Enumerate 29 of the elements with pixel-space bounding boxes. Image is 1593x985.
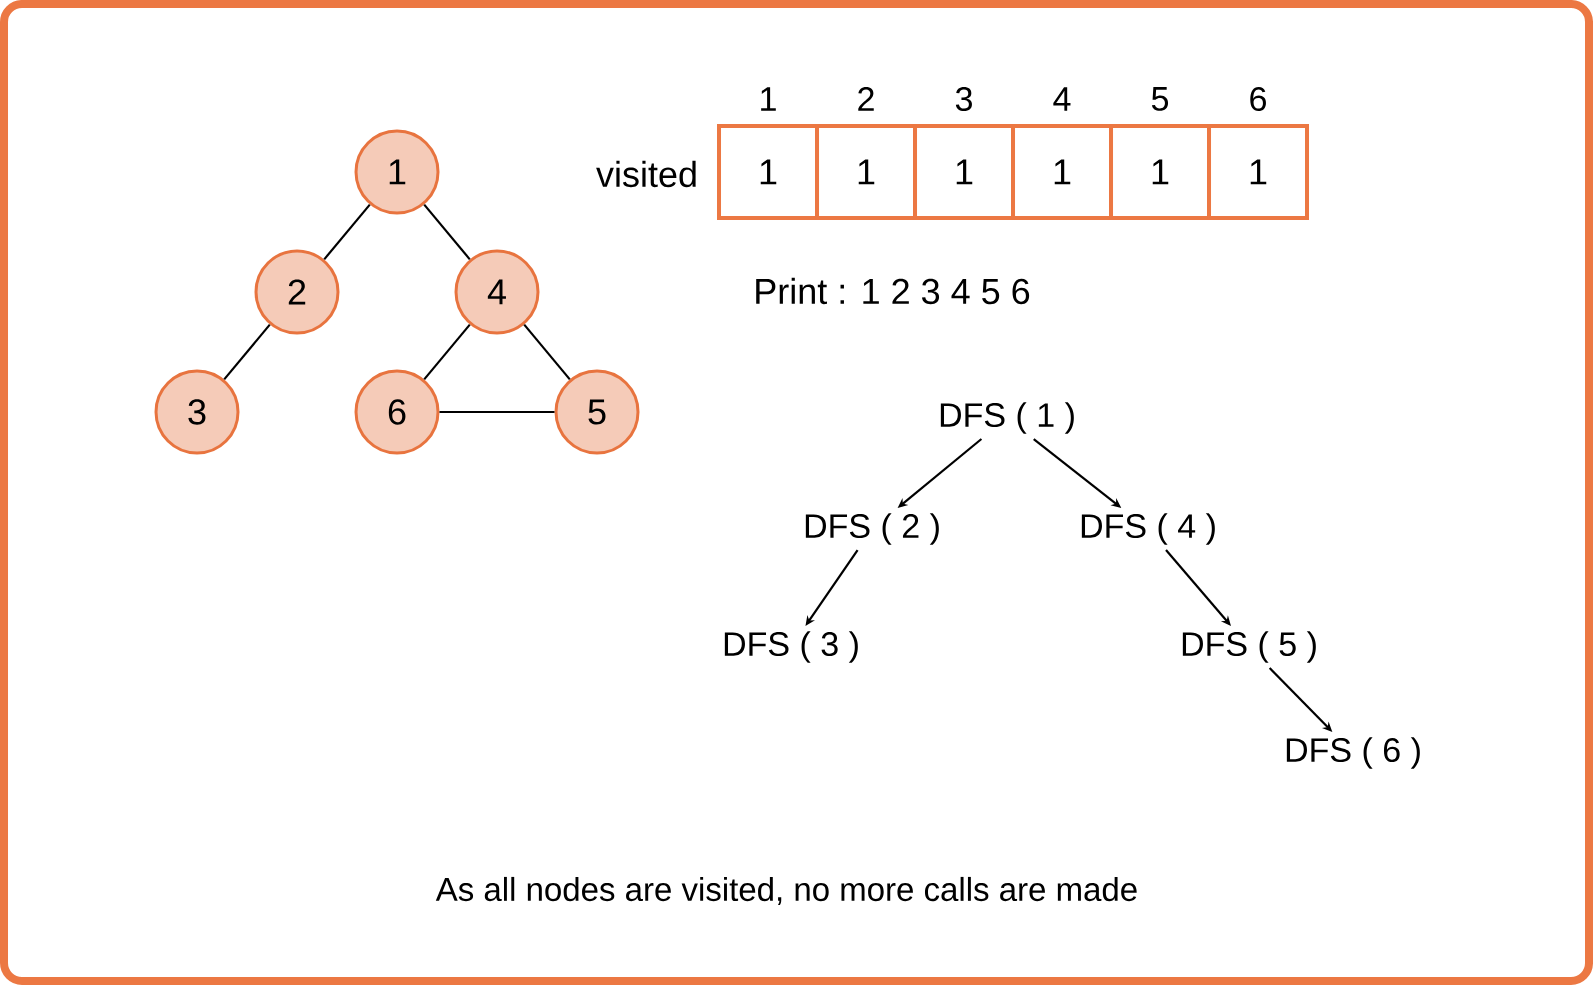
column-number: 4 <box>1053 87 1071 111</box>
column-number: 6 <box>1250 86 1266 111</box>
function-call-text: DFS ( 5 ) <box>1182 631 1316 663</box>
function-call-text: DFS ( 6 ) <box>1286 737 1420 769</box>
connecting-line <box>423 323 471 381</box>
row-label: visited <box>596 160 696 188</box>
table-cell: 1 <box>1207 124 1309 220</box>
function-call-text: DFS ( 3 ) <box>724 631 858 663</box>
connecting-line <box>439 410 555 414</box>
table-cell: 1 <box>913 124 1015 220</box>
column-number: 1 <box>761 87 776 111</box>
arrow <box>1165 549 1231 626</box>
column-number: 2 <box>858 87 874 111</box>
caption: As all nodes are visited, no more calls are made <box>435 876 1137 906</box>
connecting-line <box>223 323 271 381</box>
column-number: 3 <box>955 86 972 111</box>
table-cell: 1 <box>815 124 917 220</box>
arrow <box>805 549 859 626</box>
table-cell: 1 <box>1011 124 1113 220</box>
connecting-line <box>323 203 371 261</box>
column-number: 5 <box>1151 87 1169 111</box>
table-cell: 1 <box>717 124 819 220</box>
function-call-text: DFS ( 4 ) <box>1081 513 1215 545</box>
connecting-line <box>523 323 571 381</box>
function-call-text: DFS ( 2 ) <box>805 513 939 545</box>
table-cell: 1 <box>1109 124 1211 220</box>
output-text: Print : 1 2 3 4 5 6 <box>756 277 1030 305</box>
function-call-text: DFS ( 1 ) <box>940 402 1074 434</box>
connecting-line <box>423 203 471 261</box>
